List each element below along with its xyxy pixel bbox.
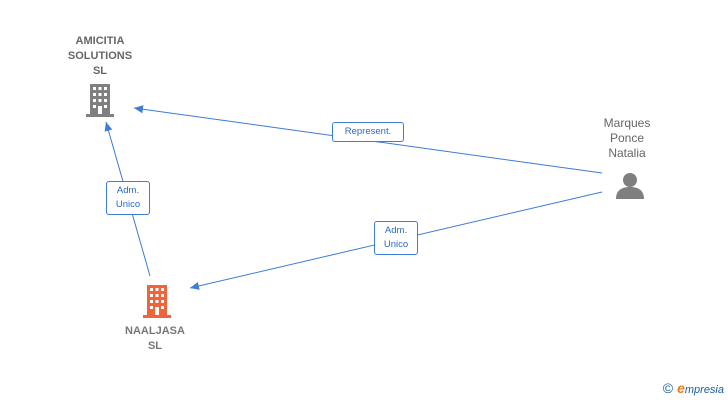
- edge-label-represent[interactable]: Represent.: [332, 122, 404, 142]
- node-label-line: AMICITIA: [75, 35, 125, 47]
- brand-name-initial: e: [677, 380, 685, 396]
- edge-label-text: Represent.: [344, 126, 392, 137]
- edge-label-text: Adm.: [384, 225, 408, 236]
- node-label-line: Natalia: [608, 146, 646, 160]
- edge-label-text: Unico: [383, 239, 409, 250]
- building-icon[interactable]: [143, 285, 171, 318]
- edge-label-adm-unico-right[interactable]: Adm. Unico: [374, 221, 418, 255]
- edge-label-adm-unico-left[interactable]: Adm. Unico: [106, 181, 150, 215]
- node-label-marques[interactable]: Marques Ponce Natalia: [582, 116, 672, 161]
- brand-name: empresia: [677, 380, 724, 396]
- node-label-amicitia[interactable]: AMICITIA SOLUTIONS SL: [52, 34, 148, 79]
- edge-label-text: Unico: [115, 199, 141, 210]
- building-icon[interactable]: [86, 84, 114, 117]
- node-label-line: SOLUTIONS: [67, 50, 133, 62]
- node-label-line: Ponce: [609, 131, 645, 145]
- person-icon[interactable]: [616, 173, 644, 199]
- node-label-line: SL: [147, 340, 163, 352]
- brand-name-rest: mpresia: [684, 384, 724, 396]
- brand-watermark: © empresia: [663, 380, 724, 396]
- copyright-symbol: ©: [662, 380, 674, 396]
- node-label-line: SL: [92, 65, 108, 77]
- node-label-line: Marques: [603, 116, 651, 130]
- node-label-line: NAALJASA: [125, 325, 185, 337]
- edge-label-text: Adm.: [116, 185, 140, 196]
- node-label-naaljasa[interactable]: NAALJASA SL: [110, 324, 200, 354]
